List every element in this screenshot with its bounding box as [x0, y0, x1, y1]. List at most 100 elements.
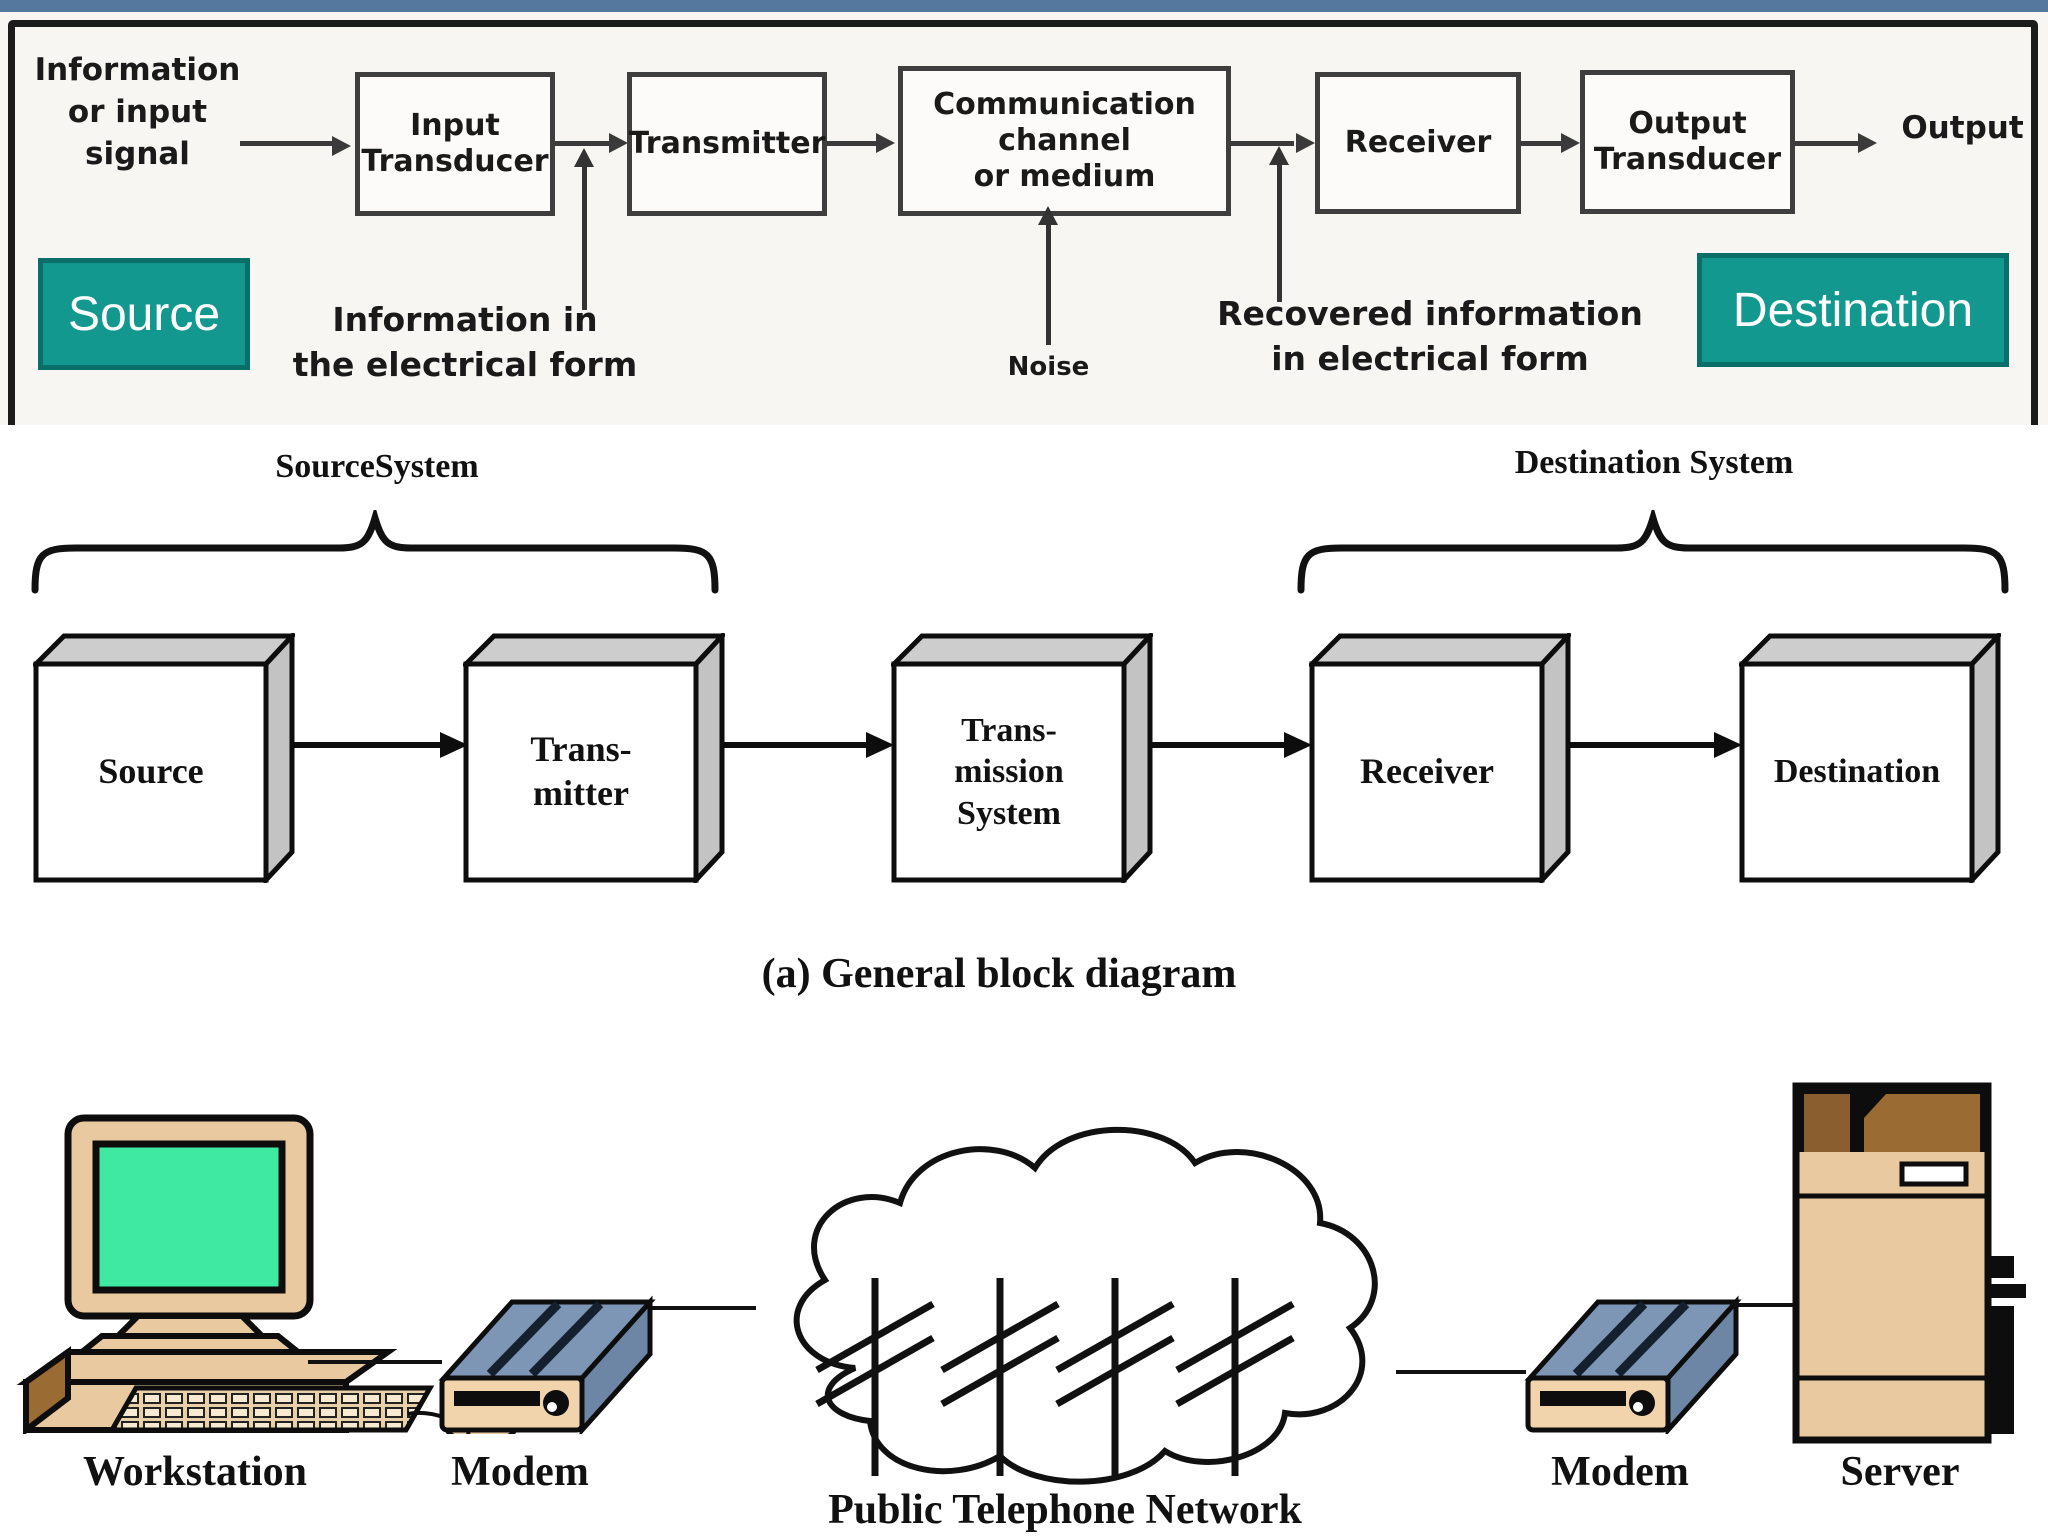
sketch-frame	[8, 20, 2038, 425]
box-3d-shape	[463, 633, 725, 883]
box-3d-shape	[1739, 633, 2001, 883]
modem-knob-highlight	[1633, 1402, 1643, 1412]
monitor-screen	[92, 1140, 286, 1294]
modem-top-stripe	[528, 1300, 604, 1378]
cable-workstation-modem	[308, 1360, 442, 1364]
server-drive-slot	[1899, 1161, 1969, 1187]
workstation-illustration	[16, 1114, 519, 1434]
arrowhead	[332, 136, 351, 156]
box-label-line: Output	[1628, 106, 1747, 141]
input-signal-line: Information	[34, 52, 241, 88]
sketch-box-transmitter: Transmitter	[627, 72, 827, 216]
arrowhead	[1714, 732, 1742, 758]
window-top-bar	[0, 0, 2048, 12]
destination-system-text: Destination System	[1514, 444, 1794, 481]
box-3d-shape	[33, 633, 295, 883]
box-label-line: Source	[98, 751, 204, 792]
system-unit-top	[16, 1349, 398, 1385]
server-text: Server	[1840, 1449, 1960, 1495]
arrowhead	[1284, 732, 1312, 758]
box-3d-shape	[891, 633, 1153, 883]
box-label-line: or medium	[973, 159, 1156, 194]
source-system-brace	[31, 510, 719, 594]
box-label: Trans- mitter	[466, 664, 696, 880]
arrowhead	[1858, 133, 1877, 153]
box-label-line: System	[957, 794, 1061, 832]
arrow-transducer-to-transmitter	[555, 141, 612, 146]
modem-top-stripe	[1614, 1300, 1690, 1378]
arrowhead	[866, 732, 894, 758]
block-box-transmission-system: Trans- mission System	[891, 633, 1153, 883]
box-label-line: Trans-	[530, 729, 632, 770]
box-label: Receiver	[1312, 664, 1542, 880]
arrow-receiver-to-output-transducer	[1521, 141, 1562, 146]
modem-left-illustration	[438, 1295, 656, 1434]
sketch-box-receiver: Receiver	[1315, 72, 1521, 214]
cable-modem-cloud	[652, 1306, 756, 1310]
keyboard-icon	[107, 1385, 435, 1433]
box-label-line: Transducer	[1593, 142, 1782, 177]
modem-knob	[543, 1390, 569, 1416]
destination-system-brace	[1297, 510, 2009, 594]
sketch-box-communication-channel: Communication channel or medium	[898, 66, 1231, 216]
box-label: Trans- mission System	[894, 664, 1124, 880]
block-box-source: Source	[33, 633, 295, 883]
electrical-form-line: the electrical form	[292, 344, 638, 384]
arrow-transmission-to-receiver	[1150, 742, 1286, 748]
destination-badge-text: Destination	[1732, 283, 1974, 337]
server-top-module	[1864, 1094, 1980, 1152]
box-label-line: Input	[410, 108, 500, 143]
recovered-info-arrow-shaft	[1277, 162, 1282, 302]
modem-slot	[1540, 1391, 1626, 1406]
box-3d-shape	[1309, 633, 1571, 883]
block-box-destination: Destination	[1739, 633, 2001, 883]
output-label: Output	[1880, 108, 2045, 150]
arrow-to-output	[1795, 141, 1858, 146]
diagram-caption: (a) General block diagram	[524, 950, 1474, 998]
block-box-receiver: Receiver	[1309, 633, 1571, 883]
box-label: Source	[36, 664, 266, 880]
output-text: Output	[1901, 110, 2024, 146]
modem-knob-highlight	[547, 1402, 557, 1412]
workstation-label: Workstation	[45, 1448, 345, 1496]
telephone-network-cloud	[793, 1126, 1378, 1485]
caption-text: (a) General block diagram	[761, 951, 1237, 997]
box-label-line: mitter	[533, 773, 629, 813]
modem-text: Modem	[451, 1449, 589, 1495]
destination-badge: Destination	[1697, 253, 2009, 367]
cloud-text: Public Telephone Network	[828, 1487, 1302, 1533]
source-system-text: SourceSystem	[275, 448, 479, 485]
cable-modem-server	[1732, 1303, 1798, 1307]
arrowhead	[609, 133, 628, 153]
electrical-form-label: Information in the electrical form	[255, 298, 675, 387]
recovered-info-line: in electrical form	[1271, 338, 1589, 378]
telephone-poles	[815, 1278, 1295, 1476]
box-label-line: Receiver	[1344, 125, 1492, 160]
arrowhead-up	[574, 148, 594, 167]
noise-label: Noise	[986, 350, 1111, 385]
modem-right-illustration	[1524, 1295, 1742, 1434]
box-label: Destination	[1742, 664, 1972, 880]
arrow-transmitter-to-transmission	[722, 742, 868, 748]
cable-cloud-modem	[1396, 1370, 1526, 1374]
arrowhead	[1561, 133, 1580, 153]
server-top-module	[1804, 1094, 1850, 1152]
box-label-line: Communication	[933, 87, 1196, 122]
box-label-line: Transmitter	[628, 126, 826, 161]
input-signal-line: or input	[67, 93, 208, 130]
arrow-transmitter-to-channel	[827, 141, 879, 146]
modem-right-label: Modem	[1500, 1448, 1740, 1496]
arrowhead-up	[1269, 146, 1289, 165]
sketch-box-input-transducer: Input Transducer	[355, 72, 555, 216]
box-label-line: channel	[998, 123, 1131, 158]
recovered-info-line: Recovered information	[1217, 294, 1643, 333]
arrowhead	[1296, 133, 1315, 153]
source-system-label: SourceSystem	[127, 448, 627, 486]
box-label-line: Destination	[1773, 753, 1941, 791]
box-label-line: Transducer	[361, 144, 549, 179]
cloud-label: Public Telephone Network	[765, 1486, 1365, 1534]
arrow-source-to-transmitter	[292, 742, 442, 748]
modem-top-stripe	[1572, 1300, 1648, 1378]
arrow-receiver-to-destination	[1568, 742, 1716, 748]
